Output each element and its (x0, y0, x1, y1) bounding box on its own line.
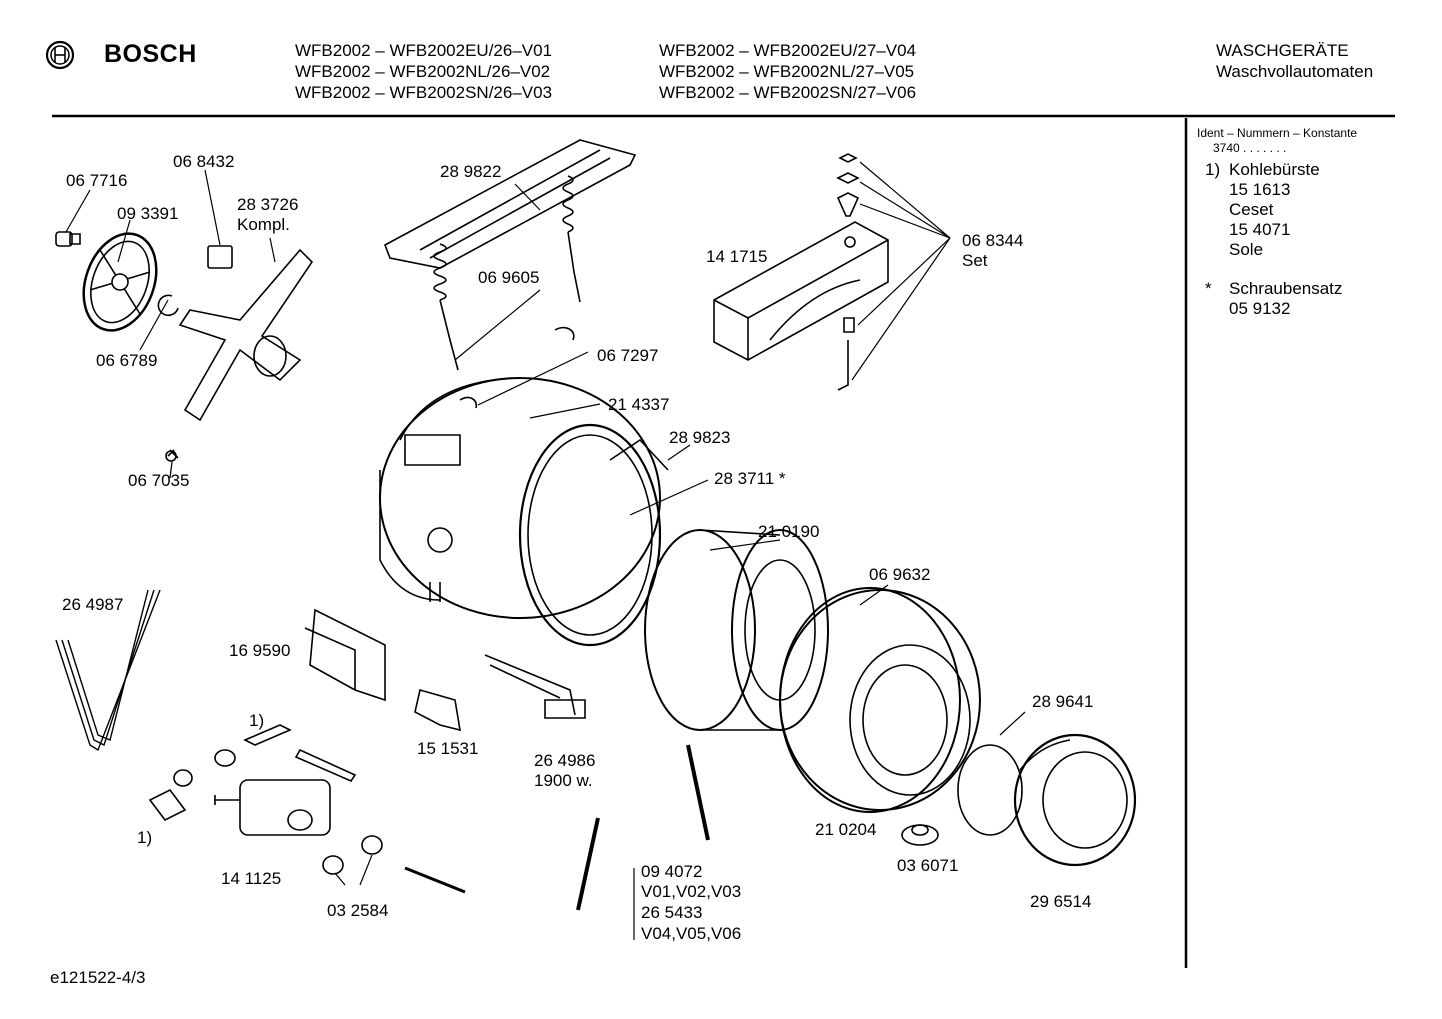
part-label: 06 8432 (173, 152, 235, 171)
ident-title: Ident – Nummern – Konstante (1197, 126, 1358, 140)
ident-value: 3740 . . . . . . . (1213, 141, 1287, 155)
part-label: V04,V05,V06 (641, 924, 742, 943)
bracket-drawing (385, 140, 635, 268)
leader-lines-springs (455, 290, 600, 418)
note-line: 05 9132 (1229, 299, 1291, 318)
part-label: 26 4987 (62, 595, 124, 614)
note1-number: 1) (1205, 160, 1221, 179)
motor-drawing (150, 725, 465, 892)
tub-rear-drawing (380, 378, 660, 618)
part-label: V01,V02,V03 (641, 882, 742, 901)
part-label: 28 9641 (1032, 692, 1094, 711)
part-label: 06 6789 (96, 351, 158, 370)
part-label: 1900 w. (534, 771, 593, 790)
note-line: Sole (1229, 240, 1264, 259)
part-label: 28 3726 (237, 195, 299, 214)
leader-lines-top-left (66, 170, 275, 478)
part-label: 21 4337 (608, 395, 670, 414)
door-seal-drawing (780, 588, 980, 812)
part-label: 16 9590 (229, 641, 291, 660)
part-label: Kompl. (237, 215, 290, 234)
pulley-assembly-drawing (56, 223, 312, 461)
bellows-drawing (958, 735, 1135, 865)
part-label: Set (962, 251, 988, 270)
model-line: WFB2002 – WFB2002EU/27–V04 (659, 41, 917, 60)
part-label: 06 7035 (128, 471, 190, 490)
note-line: Schraubensatz (1229, 279, 1343, 298)
note-line: 15 1613 (1229, 180, 1291, 199)
model-line: WFB2002 – WFB2002EU/26–V01 (295, 41, 553, 60)
note2-mark: * (1205, 279, 1212, 298)
brand-name: BOSCH (104, 40, 197, 68)
category-block: WASCHGERÄTE Waschvollautomaten (1216, 40, 1373, 82)
model-list-col1: WFB2002 – WFB2002EU/26–V01 WFB2002 – WFB… (295, 40, 552, 103)
part-label: 26 4986 (534, 751, 596, 770)
category-subtitle: Waschvollautomaten (1216, 62, 1374, 81)
part-label: 06 7716 (66, 171, 128, 190)
clip-drawing (415, 690, 460, 730)
part-label: 1) (137, 828, 153, 847)
part-label: 06 9605 (478, 268, 540, 287)
part-label: 14 1125 (221, 869, 282, 888)
part-label: 06 8344 (962, 231, 1024, 250)
part-label: 28 9823 (669, 428, 731, 447)
part-label: 28 9822 (440, 162, 502, 181)
part-label: 21 0190 (758, 522, 820, 541)
note2-text: Schraubensatz 05 9132 (1229, 279, 1342, 319)
leader-lines-counterweight (852, 162, 950, 380)
part-label: 15 1531 (417, 739, 479, 758)
bosch-logo-icon (47, 42, 73, 68)
model-line: WFB2002 – WFB2002NL/26–V02 (295, 62, 551, 81)
heater-drawing (485, 655, 585, 718)
category-title: WASCHGERÄTE (1216, 41, 1349, 60)
part-label: 21 0204 (815, 820, 877, 839)
model-list-col2: WFB2002 – WFB2002EU/27–V04 WFB2002 – WFB… (659, 40, 916, 103)
belt-drawing (56, 590, 160, 750)
model-line: WFB2002 – WFB2002SN/26–V03 (295, 83, 553, 102)
tub-ring-drawing (520, 425, 668, 645)
part-label: 29 6514 (1030, 892, 1092, 911)
part-label: 06 7297 (597, 346, 659, 365)
spring-drawing (434, 176, 580, 408)
part-label: 03 6071 (897, 856, 959, 875)
nut-drawing (902, 825, 938, 845)
part-label: 09 3391 (117, 204, 179, 223)
leader-lines-bottom (335, 855, 372, 885)
control-box-drawing (305, 610, 385, 700)
shock-absorber-drawing (578, 745, 708, 910)
drawing-id: e121522-4/3 (50, 968, 146, 987)
part-label: 14 1715 (706, 247, 768, 266)
leader-lines-mid (630, 445, 780, 550)
part-label: 09 4072 (641, 862, 703, 881)
model-line: WFB2002 – WFB2002NL/27–V05 (659, 62, 915, 81)
note-line: Ceset (1229, 200, 1274, 219)
part-label: 03 2584 (327, 901, 389, 920)
part-label: 1) (249, 711, 265, 730)
note-line: 15 4071 (1229, 220, 1291, 239)
model-line: WFB2002 – WFB2002SN/27–V06 (659, 83, 917, 102)
note1-text: Kohlebürste 15 1613 Ceset 15 4071 Sole (1229, 160, 1320, 260)
note-line: Kohlebürste (1229, 160, 1320, 179)
part-label: 26 5433 (641, 903, 703, 922)
counterweight-drawing (714, 154, 888, 390)
part-label: 06 9632 (869, 565, 931, 584)
part-label: 28 3711 * (714, 469, 786, 488)
